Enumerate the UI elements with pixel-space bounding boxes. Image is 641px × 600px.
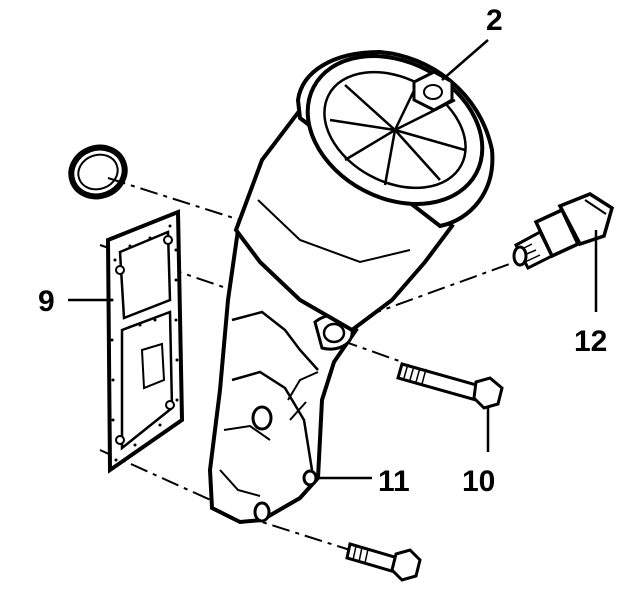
bolt-icon (396, 362, 504, 410)
callout-2: 2 (486, 4, 503, 37)
gasket-icon (105, 209, 185, 474)
bolt-icon (345, 542, 422, 582)
callout-leaders (68, 39, 598, 480)
o-ring-icon (68, 144, 128, 200)
callout-9: 9 (38, 285, 55, 318)
oil-filter-housing-icon (207, 49, 495, 525)
callout-10: 10 (462, 465, 495, 498)
callout-12: 12 (574, 325, 607, 358)
callout-11: 11 (378, 465, 410, 498)
pressure-switch-icon (512, 192, 615, 271)
